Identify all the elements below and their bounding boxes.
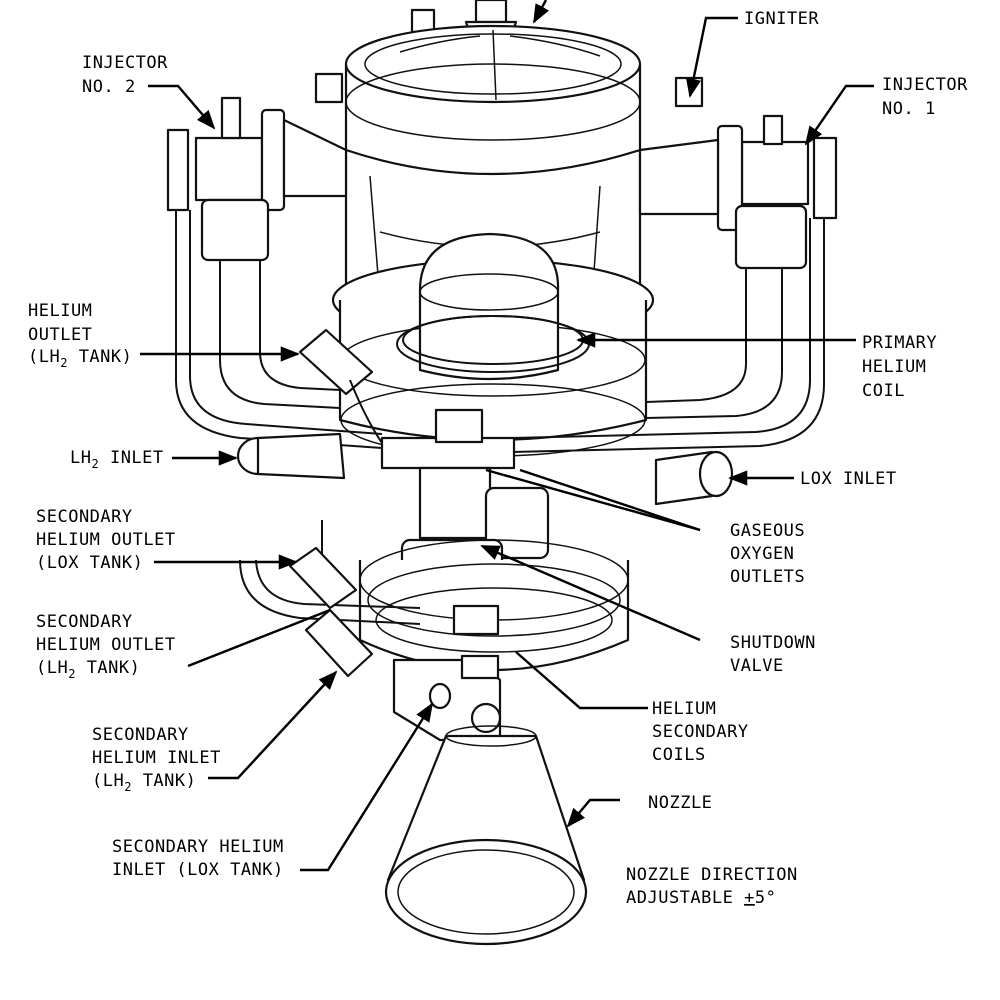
label-helium-outlet-lh2-tank: HELIUM OUTLET (LH2 TANK) (28, 301, 132, 370)
label-lh2-inlet: LH2 INLET (70, 448, 164, 471)
label-igniter: IGNITER (744, 9, 819, 29)
helium-outlet-fitting (298, 328, 385, 447)
label-helium-secondary-coils: HELIUM SECONDARY COILS (652, 699, 759, 765)
label-gaseous-oxygen-outlets: GASEOUS OXYGEN OUTLETS (730, 521, 816, 587)
label-primary-helium-coil: PRIMARY HELIUM COIL (862, 333, 948, 401)
label-nozzle-direction: NOZZLE DIRECTION ADJUSTABLE +5° (626, 865, 809, 908)
nozzle-cone (384, 725, 588, 946)
apparatus-drawing (166, 0, 838, 946)
lh2-inlet-fitting (236, 432, 346, 480)
inner-dome (418, 232, 560, 381)
label-lox-inlet: LOX INLET (800, 469, 897, 489)
label-injector-1: INJECTOR NO. 1 (882, 75, 979, 119)
leader-lines (140, 0, 874, 872)
injector-1-assembly (638, 114, 838, 270)
label-secondary-helium-outlet-lox-tank: SECONDARY HELIUM OUTLET (LOX TANK) (36, 507, 186, 573)
feed-pipes (175, 210, 825, 453)
callout-labels: IGNITER INJECTOR NO. 2 INJECTOR NO. 1 HE… (28, 9, 979, 908)
injector-2-assembly (166, 96, 348, 262)
top-cap (344, 24, 642, 178)
label-shutdown-valve: SHUTDOWN VALVE (730, 633, 827, 676)
secondary-helium-pipes (239, 520, 421, 678)
label-secondary-helium-inlet-lh2-tank: SECONDARY HELIUM INLET (LH2 TANK) (92, 725, 232, 794)
label-secondary-helium-outlet-lh2-tank: SECONDARY HELIUM OUTLET (LH2 TANK) (36, 612, 186, 681)
lox-inlet-fitting (654, 450, 734, 506)
label-injector-2: INJECTOR NO. 2 (82, 53, 179, 97)
label-nozzle: NOZZLE (648, 793, 712, 813)
label-secondary-helium-inlet-lox-tank: SECONDARY HELIUM INLET (LOX TANK) (112, 837, 295, 880)
